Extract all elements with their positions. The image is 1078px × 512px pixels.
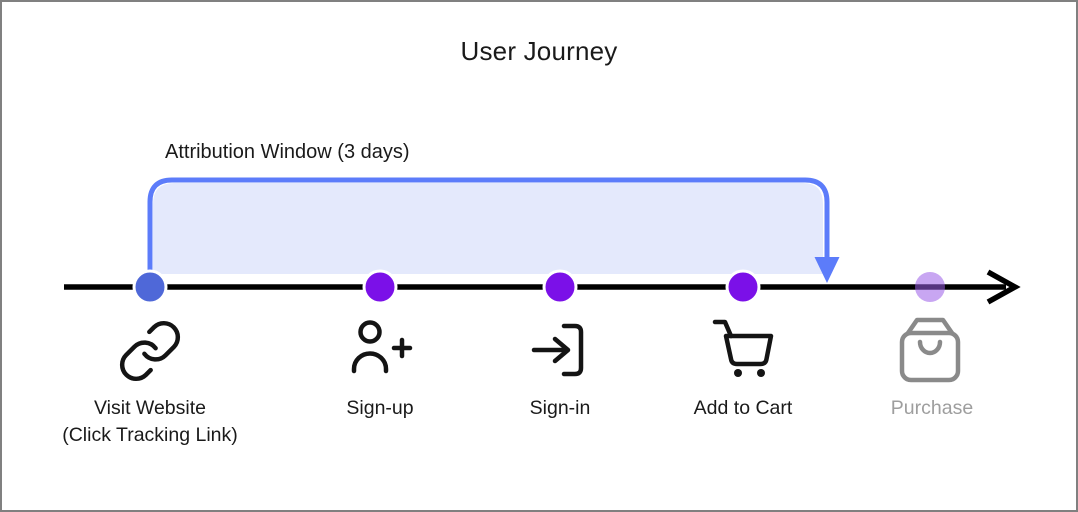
attribution-window-label: Attribution Window (3 days) [165,141,410,163]
event-label-line2: (Click Tracking Link) [62,424,238,446]
cart-icon [712,319,774,377]
timeline-arrowhead [986,269,1021,305]
sign-in-icon [531,323,584,377]
event-dot-visit [132,269,168,305]
attribution-window-arrowhead [814,257,840,283]
event-label-signin: Sign-in [529,397,591,419]
page-title: User Journey [460,36,618,66]
attribution-window-fill [153,183,823,274]
user-plus-icon [351,320,413,374]
event-label-purchase: Purchase [890,397,974,419]
shopping-bag-icon [899,317,961,383]
attribution-window-bracket [147,177,830,287]
event-dot-signup [362,269,398,305]
event-label-addtocart: Add to Cart [693,397,793,419]
link-icon [119,321,181,381]
event-dot-purchase [915,272,945,302]
event-label-signup: Sign-up [346,397,414,419]
event-label-line1: Visit Website [94,397,206,419]
event-dot-signin [542,269,578,305]
event-label-visit: Visit Website (Click Tracking Link) [40,395,260,449]
event-dot-addtocart [725,269,761,305]
